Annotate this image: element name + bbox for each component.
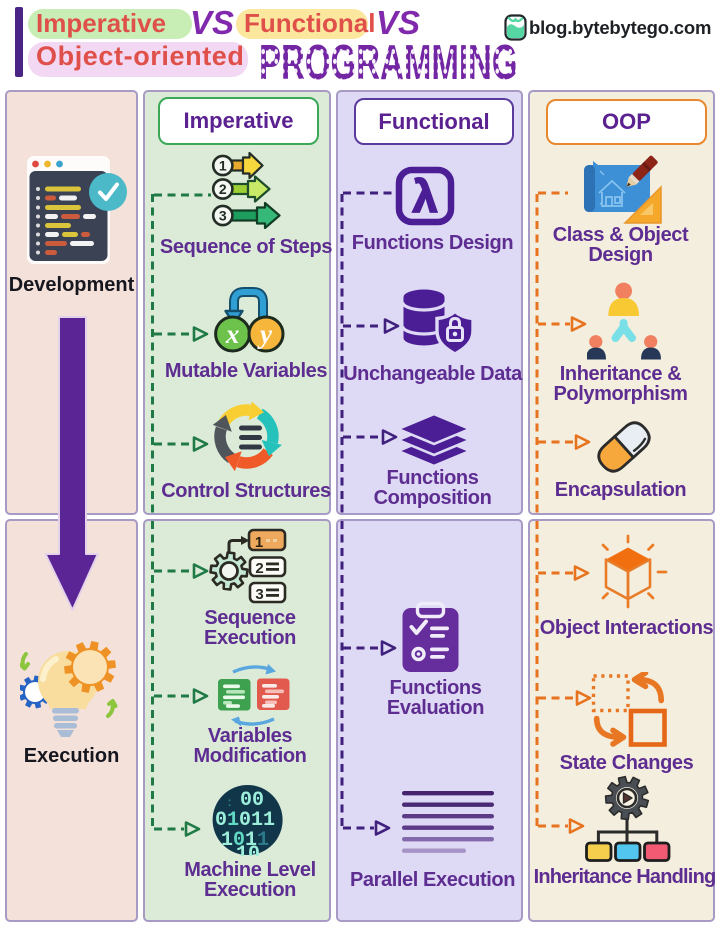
svg-text:1011: 1011	[221, 829, 269, 852]
svg-text:1: 1	[255, 534, 263, 551]
svg-text:3: 3	[219, 208, 227, 224]
svg-text:00: 00	[240, 789, 264, 812]
svg-text:λ: λ	[412, 171, 437, 222]
svg-text::: :	[226, 796, 233, 810]
svg-text:2: 2	[255, 560, 263, 577]
svg-text:3: 3	[255, 586, 263, 603]
svg-text:10: 10	[236, 843, 260, 856]
svg-text:x: x	[225, 319, 240, 349]
svg-text:2: 2	[219, 181, 227, 197]
svg-text:01011: 01011	[215, 809, 275, 832]
svg-text:1: 1	[219, 158, 227, 174]
svg-text:y: y	[257, 319, 273, 349]
